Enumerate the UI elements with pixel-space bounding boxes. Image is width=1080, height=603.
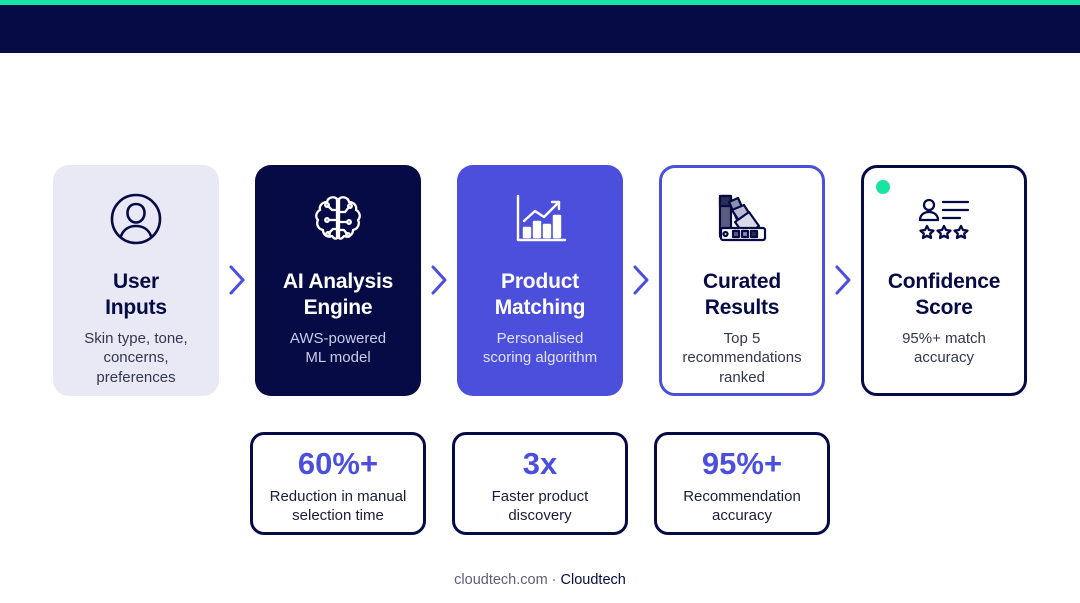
step-card-confidence-score: Confidence Score 95%+ match accuracy — [861, 165, 1027, 396]
swatch-icon — [662, 191, 822, 247]
header-bar — [0, 0, 1080, 53]
step-desc-line: preferences — [96, 368, 176, 386]
chevron-right-icon — [229, 265, 245, 295]
step-title-line: AI Analysis — [282, 270, 394, 293]
step-desc-line: AWS-powered — [289, 330, 387, 347]
bar-chart-icon — [457, 191, 623, 247]
step-desc-line: Skin type, tone, — [84, 330, 188, 347]
user-icon — [53, 191, 219, 247]
stat-card-accuracy: 95%+ Recommendation accuracy — [654, 432, 830, 535]
brain-icon — [255, 191, 421, 247]
stat-label-line: Reduction in manual — [269, 488, 407, 505]
step-desc-line: scoring algorithm — [482, 349, 598, 367]
header-accent-stripe — [0, 0, 1080, 5]
footer-credit: cloudtech.com · Cloudtech — [0, 572, 1080, 588]
footer-brand: Cloudtech — [560, 572, 626, 588]
step-desc-line: Personalised — [496, 330, 584, 347]
step-desc-line: recommendations — [682, 349, 802, 367]
step-title-line: Results — [704, 295, 780, 319]
stat-card-discovery-speed: 3x Faster product discovery — [452, 432, 628, 535]
footer-separator: · — [547, 572, 561, 588]
step-title-line: Confidence — [887, 270, 1001, 293]
chevron-right-icon — [633, 265, 649, 295]
stat-value: 95%+ — [701, 446, 783, 481]
stat-label-line: selection time — [292, 507, 384, 525]
step-desc-line: accuracy — [913, 349, 975, 367]
step-desc-line: 95%+ match — [902, 330, 986, 347]
stat-label-line: discovery — [508, 507, 572, 525]
status-dot — [876, 180, 890, 194]
chevron-right-icon — [835, 265, 851, 295]
footer-site-link[interactable]: cloudtech.com — [454, 572, 548, 588]
step-card-product-matching: Product Matching Personalised scoring al… — [457, 165, 623, 396]
step-title-line: Engine — [303, 295, 373, 319]
step-desc-line: ML model — [305, 349, 371, 367]
stat-label-line: accuracy — [711, 507, 773, 525]
stat-card-time-reduction: 60%+ Reduction in manual selection time — [250, 432, 426, 535]
step-card-curated-results: Curated Results Top 5 recommendations ra… — [659, 165, 825, 396]
stat-label-line: Recommendation — [683, 488, 801, 505]
rating-icon — [864, 191, 1024, 247]
stat-label-line: Faster product — [491, 488, 589, 505]
step-title-line: Matching — [494, 295, 586, 319]
step-card-user-inputs: User Inputs Skin type, tone, concerns, p… — [53, 165, 219, 396]
step-desc-line: Top 5 — [723, 330, 761, 347]
stat-value: 3x — [522, 446, 558, 481]
step-desc-line: ranked — [719, 368, 765, 386]
chevron-right-icon — [431, 265, 447, 295]
step-desc-line: concerns, — [103, 349, 169, 367]
step-title-line: Curated — [703, 270, 781, 293]
step-title-line: Inputs — [105, 295, 167, 319]
step-title-line: Score — [915, 295, 973, 319]
stat-value: 60%+ — [297, 446, 379, 481]
step-title-line: User — [113, 270, 159, 293]
step-card-ai-analysis-engine: AI Analysis Engine AWS-powered ML model — [255, 165, 421, 396]
step-title-line: Product — [501, 270, 579, 293]
